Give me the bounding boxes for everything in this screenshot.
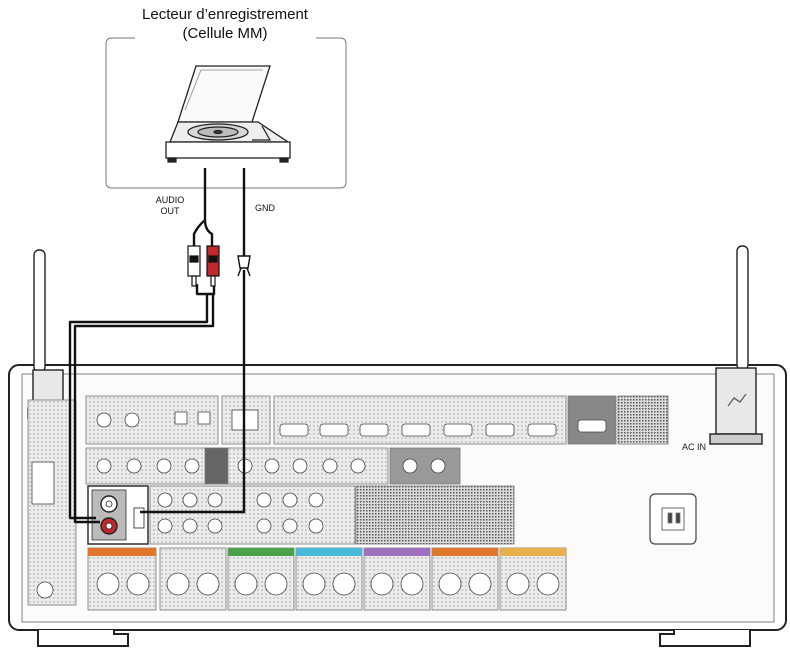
rca-plug-white [187, 245, 201, 287]
rear-panel [27, 395, 697, 611]
turntable-frame [105, 37, 347, 189]
turntable-icon [165, 65, 291, 163]
device-subtitle: (Cellule MM) [182, 25, 268, 42]
audio-out-label-line2: OUT [160, 206, 180, 216]
gnd-cable [140, 168, 246, 514]
rca-plug-red [206, 245, 220, 287]
device-title: Lecteur d’enregistrement [142, 6, 308, 23]
audio-out-label: AUDIO OUT [150, 195, 190, 217]
gnd-spade-plug [237, 255, 251, 277]
ac-in-label: AC IN [682, 442, 707, 452]
gnd-label: GND [255, 203, 275, 213]
right-antenna [709, 245, 763, 445]
audio-cable [68, 168, 216, 524]
audio-out-label-line1: AUDIO [155, 195, 185, 205]
